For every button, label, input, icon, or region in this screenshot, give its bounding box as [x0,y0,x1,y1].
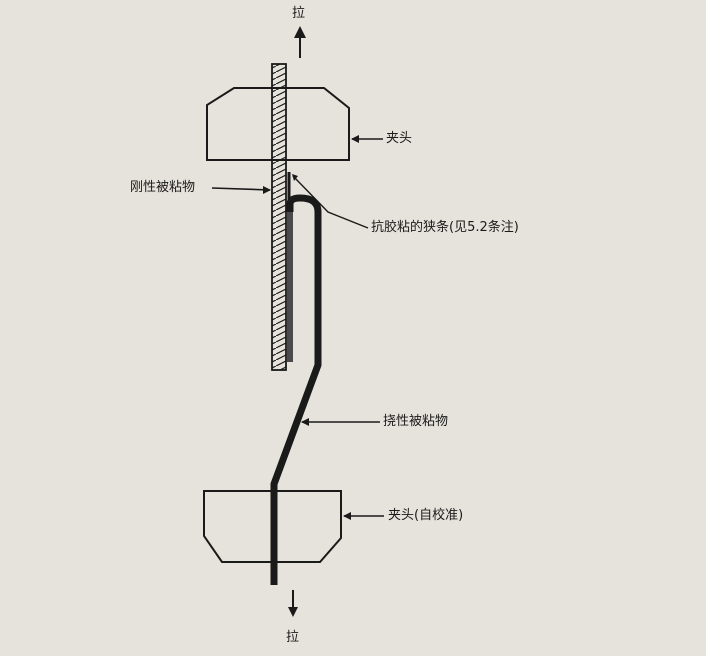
leader-clamp-bottom [343,512,384,520]
label-flexible-adherend: 挠性被粘物 [383,414,449,429]
leader-rigid [211,186,271,194]
rigid-adherend [271,63,287,371]
leader-anti-stick [292,174,369,229]
flexible-adherend [270,194,322,585]
label-clamp-top: 夹头 [386,131,413,146]
label-anti-stick-strip: 抗胶粘的狭条(见5.2条注) [371,220,519,235]
leader-flexible [301,418,380,426]
pull-label-top: 拉 [292,6,306,21]
bottom-clamp [203,490,342,563]
pull-label-bottom: 拉 [286,630,300,645]
top-clamp [206,87,350,161]
bottom-pull-arrow [288,590,298,617]
label-clamp-bottom: 夹头(自校准) [388,508,464,523]
top-pull-arrow [294,26,306,58]
leader-clamp-top [351,135,383,143]
label-rigid-adherend: 刚性被粘物 [130,180,196,195]
adhesive-layer [287,212,293,362]
